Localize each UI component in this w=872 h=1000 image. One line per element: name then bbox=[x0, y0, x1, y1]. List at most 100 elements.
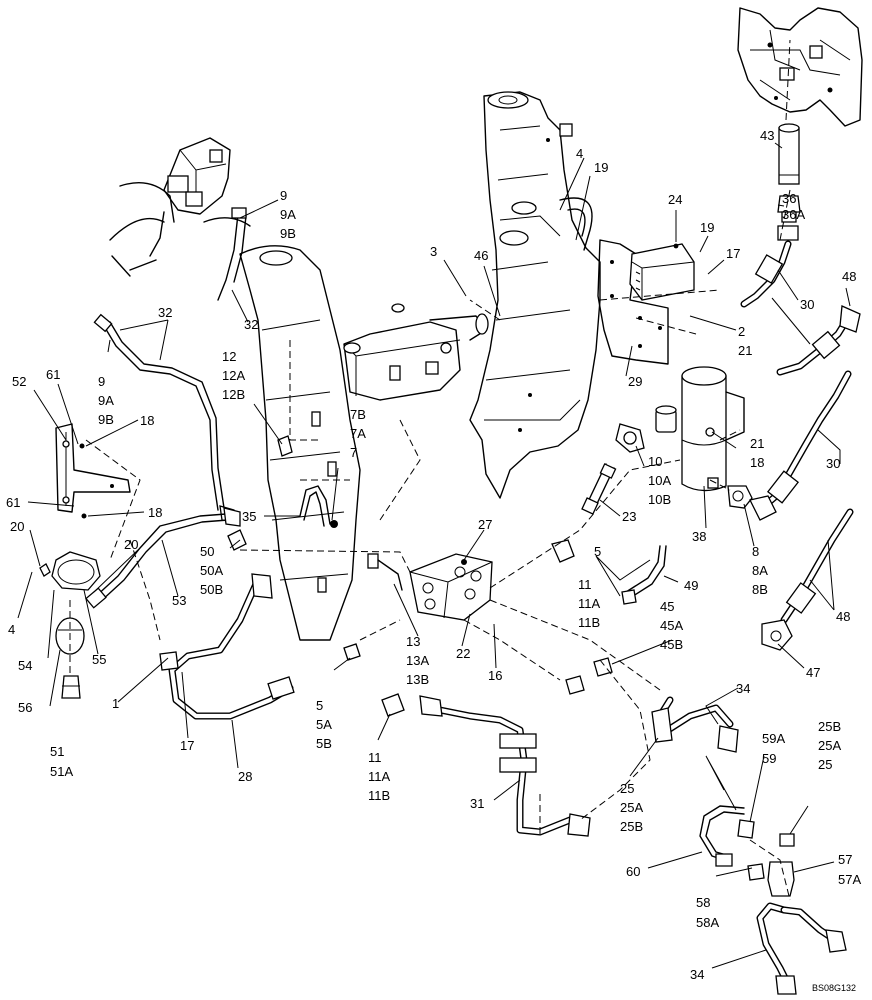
callout-29: 29 bbox=[628, 374, 642, 389]
part-34-hose-upper bbox=[651, 696, 739, 753]
callout-53: 53 bbox=[172, 593, 186, 608]
callout-60: 60 bbox=[626, 864, 640, 879]
part-48-hose-lower bbox=[780, 508, 854, 624]
callout-1: 1 bbox=[112, 696, 119, 711]
callout-49: 49 bbox=[684, 578, 698, 593]
callout-4-left: 4 bbox=[8, 622, 15, 637]
left-arm bbox=[239, 245, 361, 641]
part-47-elbow bbox=[761, 619, 793, 651]
part-23-tube bbox=[581, 463, 617, 515]
callout-4-top: 4 bbox=[576, 146, 583, 161]
callout-20-left: 20 bbox=[10, 519, 24, 534]
callout-34-bottom: 34 bbox=[690, 967, 704, 982]
part-43-tube bbox=[778, 123, 800, 185]
mounting-plate bbox=[597, 239, 669, 365]
callout-32-left: 32 bbox=[158, 305, 172, 320]
callout-28: 28 bbox=[238, 769, 252, 784]
callout-20-right: 20 bbox=[124, 537, 138, 552]
callout-34-top: 34 bbox=[736, 681, 750, 696]
part-35-hose bbox=[299, 485, 338, 528]
part-49-tube bbox=[621, 545, 667, 605]
part-5-fitting bbox=[343, 643, 361, 661]
part-60-hose bbox=[699, 805, 755, 867]
part-53-hose bbox=[85, 507, 241, 609]
part-8-fitting bbox=[727, 485, 753, 509]
callout-31: 31 bbox=[470, 796, 484, 811]
part-cylinder-bracket bbox=[343, 303, 489, 401]
callout-18-bottom: 18 bbox=[148, 505, 162, 520]
part-11-elbow bbox=[381, 539, 575, 717]
part-34-hose-lower bbox=[756, 902, 847, 995]
callout-56: 56 bbox=[18, 700, 32, 715]
callout-24: 24 bbox=[668, 192, 682, 207]
callout-22: 22 bbox=[456, 646, 470, 661]
part-13-fitting bbox=[367, 553, 403, 591]
part-32-hose bbox=[93, 313, 237, 523]
callout-54: 54 bbox=[18, 658, 32, 673]
callout-47: 47 bbox=[806, 665, 820, 680]
part-32-hose-lines bbox=[217, 207, 247, 301]
callout-23: 23 bbox=[622, 509, 636, 524]
part-52-bracket bbox=[55, 423, 131, 519]
callout-3: 3 bbox=[430, 244, 437, 259]
callout-19-b: 19 bbox=[700, 220, 714, 235]
part-31-hose bbox=[419, 695, 591, 837]
callout-43: 43 bbox=[760, 128, 774, 143]
part-50-elbow bbox=[227, 529, 247, 551]
callout-61-bottom: 61 bbox=[6, 495, 20, 510]
callout-52: 52 bbox=[12, 374, 26, 389]
callout-30-bottom: 30 bbox=[826, 456, 840, 471]
callout-17-a: 17 bbox=[726, 246, 740, 261]
part-54-clamp bbox=[39, 551, 101, 591]
callout-38: 38 bbox=[692, 529, 706, 544]
part-24-relay bbox=[629, 243, 695, 301]
callout-61-top: 61 bbox=[46, 367, 60, 382]
part-38-accumulator bbox=[655, 366, 745, 492]
part-30-hose-lower bbox=[749, 370, 852, 521]
part-10-elbow bbox=[615, 423, 645, 453]
part-36-fitting bbox=[777, 195, 801, 241]
callout-30-top: 30 bbox=[800, 297, 814, 312]
callout-18-top: 18 bbox=[140, 413, 154, 428]
part-27-valve-block bbox=[409, 553, 493, 621]
part-51-fitting bbox=[61, 675, 81, 699]
machine-frame-detail bbox=[737, 7, 863, 127]
part-45-fitting bbox=[565, 657, 613, 695]
callout-17-bottom: 17 bbox=[180, 738, 194, 753]
drawing-code: BS08G132 bbox=[812, 983, 856, 993]
callout-5-mid: 5 bbox=[594, 544, 601, 559]
callout-55: 55 bbox=[92, 652, 106, 667]
callout-48-top: 48 bbox=[842, 269, 856, 284]
callout-48-bottom: 48 bbox=[836, 609, 850, 624]
part-30-hose-upper bbox=[740, 240, 792, 308]
callout-27: 27 bbox=[478, 517, 492, 532]
control-valve bbox=[109, 137, 251, 277]
part-48-hose bbox=[776, 305, 861, 376]
part-28-hose bbox=[159, 573, 295, 720]
callout-35: 35 bbox=[242, 509, 256, 524]
